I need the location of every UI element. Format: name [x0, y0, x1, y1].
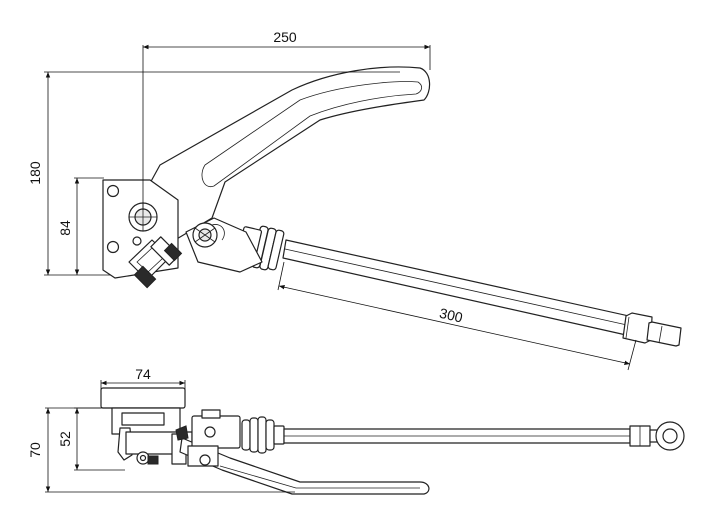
dimension-label-300: 300	[438, 305, 465, 326]
dimension-74: 74	[100, 366, 186, 390]
dimension-250: 250	[142, 29, 431, 210]
side-view: 74 70 52	[27, 366, 685, 495]
top-view: 250 180 84 300	[27, 29, 682, 371]
dimension-label-70: 70	[27, 442, 43, 458]
dimension-180: 180	[27, 71, 400, 276]
dimension-300: 300	[277, 261, 637, 371]
handle-lever	[137, 66, 431, 241]
side-spring	[241, 416, 285, 454]
cable-clamp	[128, 236, 183, 289]
dimension-70: 70	[27, 407, 295, 493]
pushrod	[235, 225, 682, 347]
dimension-label-74: 74	[135, 366, 151, 382]
dimension-label-84: 84	[57, 220, 73, 236]
dimension-84: 84	[57, 177, 104, 275]
side-linkage	[175, 409, 241, 467]
linkage-pivot	[185, 217, 263, 273]
dimension-label-180: 180	[27, 161, 43, 185]
dimension-label-52: 52	[57, 431, 73, 447]
dimension-52: 52	[57, 407, 125, 471]
side-handle	[179, 437, 430, 495]
side-base-plate	[100, 387, 186, 435]
side-rod	[283, 421, 685, 451]
dimension-label-250: 250	[273, 29, 297, 45]
